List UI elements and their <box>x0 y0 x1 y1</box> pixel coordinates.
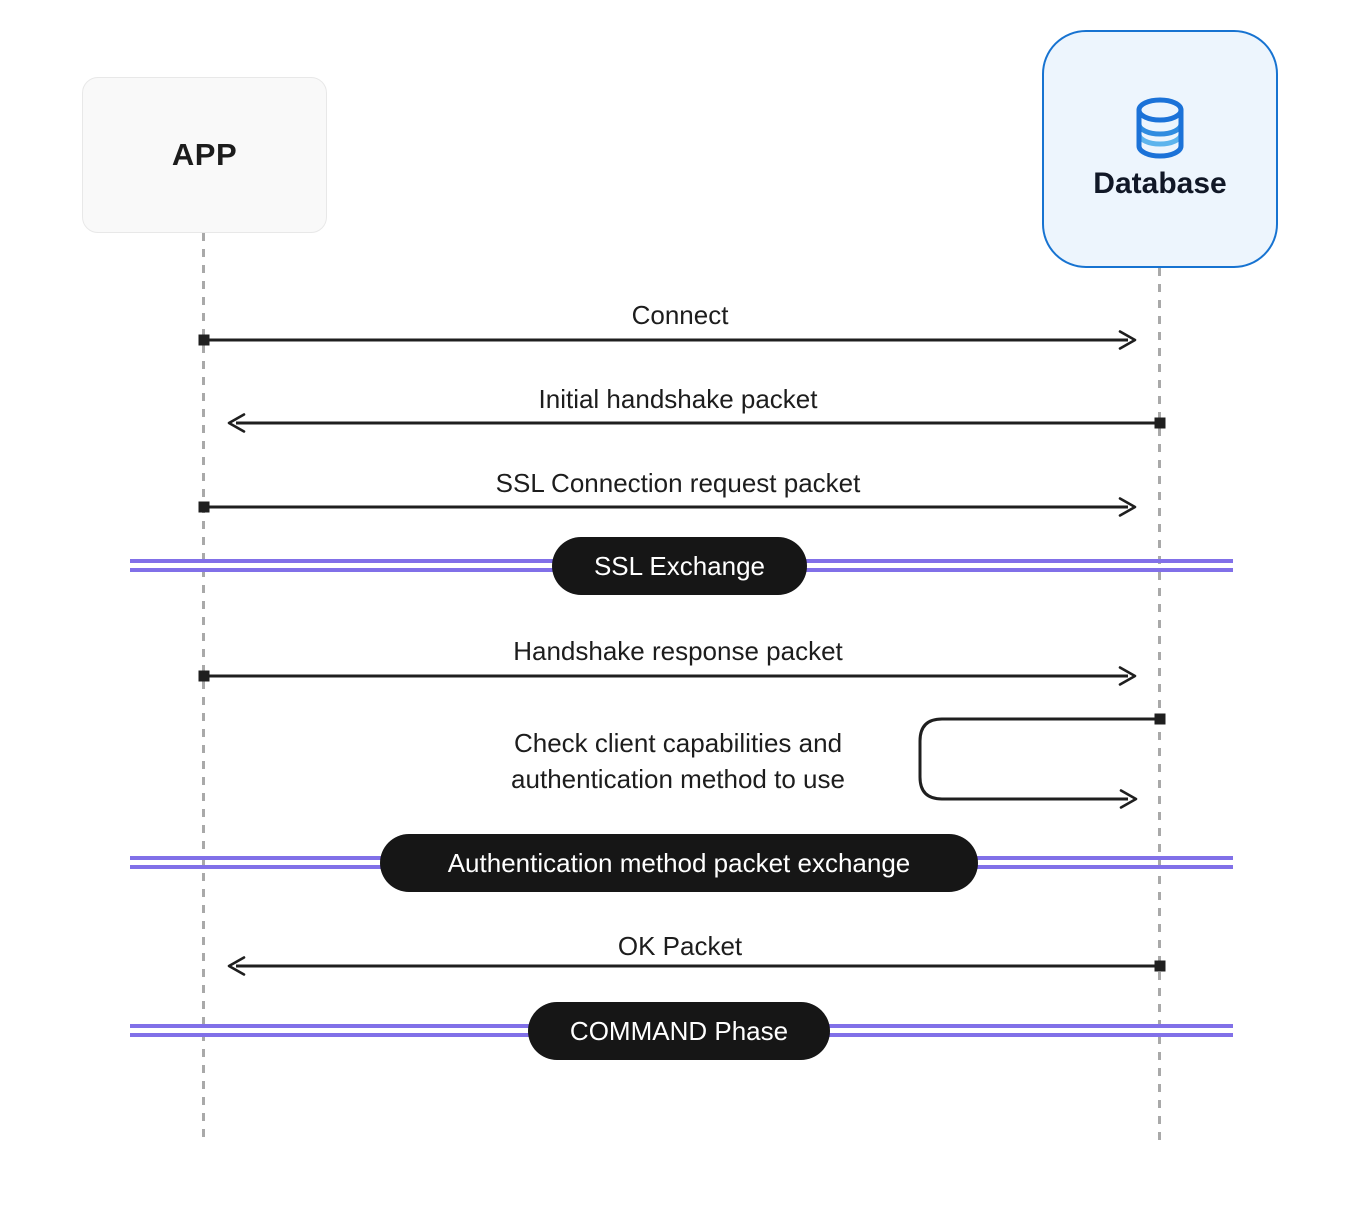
message-arrow-ssl-request <box>198 497 1137 517</box>
phase-label-auth-exchange: Authentication method packet exchange <box>447 847 911 878</box>
message-self-loop-arrow <box>918 713 1166 809</box>
database-lifeline <box>1158 268 1161 1140</box>
message-label-check-capabilities: Check client capabilities and authentica… <box>378 725 978 797</box>
phase-label-command: COMMAND Phase <box>569 1015 789 1046</box>
message-label-handshake-response: Handshake response packet <box>513 636 843 666</box>
message-arrow-initial-handshake <box>227 413 1166 433</box>
phase-pill-command: COMMAND Phase <box>528 1002 830 1060</box>
actor-database-label: Database <box>1093 167 1227 200</box>
phase-pill-ssl-exchange: SSL Exchange <box>552 537 807 595</box>
actor-database-box: Database <box>1042 30 1278 268</box>
app-lifeline <box>202 233 205 1140</box>
message-arrow-handshake-response <box>198 666 1137 686</box>
message-label-ok-packet: OK Packet <box>617 931 743 961</box>
message-label-initial-handshake: Initial handshake packet <box>538 384 818 414</box>
actor-app-box: APP <box>82 77 327 233</box>
phase-label-ssl-exchange: SSL Exchange <box>593 550 766 581</box>
message-label-connect: Connect <box>631 300 729 330</box>
message-label-ssl-request: SSL Connection request packet <box>495 468 861 498</box>
message-arrow-ok-packet <box>227 956 1166 976</box>
message-label-check-capabilities-line2: authentication method to use <box>511 764 845 794</box>
message-arrow-connect <box>198 330 1137 350</box>
actor-app-label: APP <box>171 137 238 172</box>
database-cylinder-icon <box>1136 97 1184 159</box>
message-label-check-capabilities-line1: Check client capabilities and <box>513 728 843 758</box>
phase-pill-auth-exchange: Authentication method packet exchange <box>380 834 978 892</box>
